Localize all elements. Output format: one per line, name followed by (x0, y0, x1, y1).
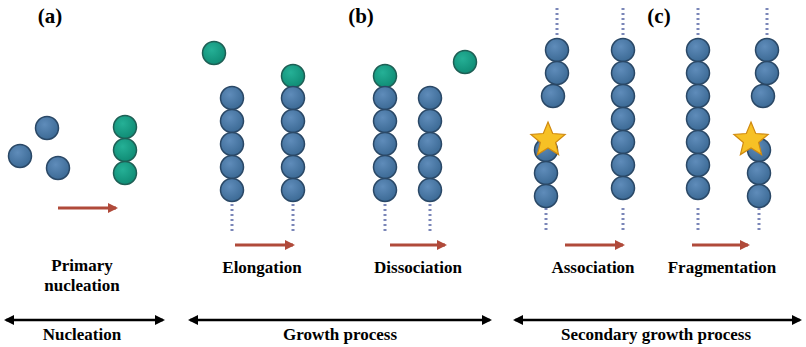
process-label: Fragmentation (668, 258, 777, 278)
process-label: Dissociation (374, 258, 462, 278)
fibrils-secondary (531, 39, 779, 208)
range-arrow (6, 319, 163, 322)
panel-letter: (c) (647, 4, 670, 28)
process-label: Association (551, 258, 634, 278)
dotted-ends (232, 8, 767, 232)
stage-label: Growth process (283, 325, 397, 345)
panel-letter: (b) (348, 4, 374, 28)
stage-label: Secondary growth process (561, 325, 751, 345)
process-arrow (390, 244, 445, 247)
monomers (9, 116, 137, 185)
process-arrow (692, 244, 748, 247)
range-arrow (515, 319, 800, 322)
fibrils-growth (203, 42, 477, 202)
stage-label: Nucleation (43, 325, 121, 345)
range-arrow (190, 319, 490, 322)
process-arrow (235, 244, 293, 247)
process-arrow (58, 207, 116, 210)
process-arrow (565, 244, 623, 247)
process-label: Elongation (222, 258, 301, 278)
panel-letter: (a) (38, 4, 63, 28)
process-label: Primary nucleation (27, 256, 137, 295)
